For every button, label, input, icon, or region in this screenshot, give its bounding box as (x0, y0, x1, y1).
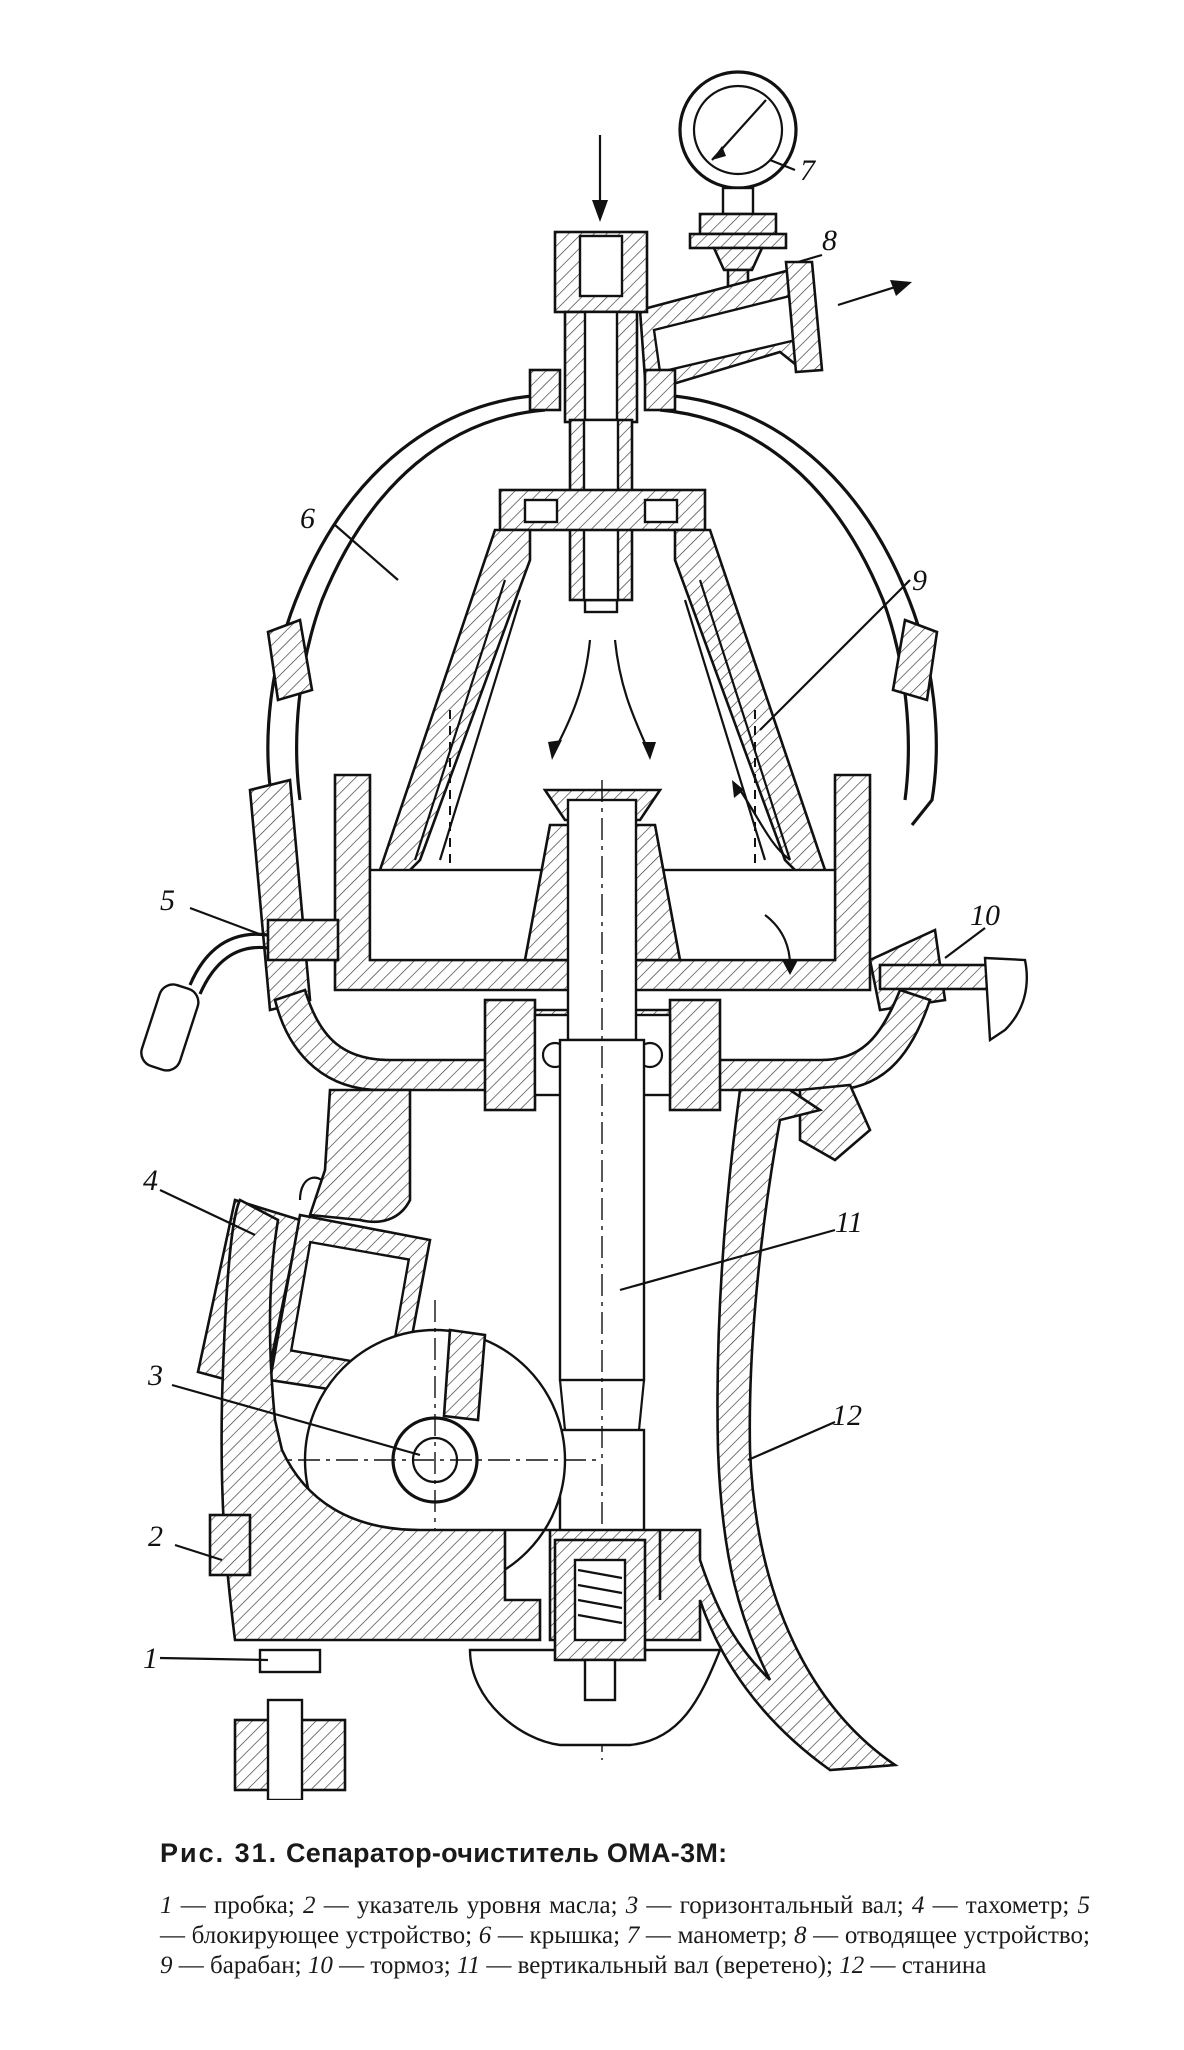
legend-text: — барабан; (172, 1952, 308, 1979)
separator-cross-section-drawing: 1 2 3 4 5 6 7 8 9 10 11 12 (140, 70, 1028, 1800)
legend-item-10: 10 — тормоз; (308, 1952, 457, 1979)
label-6: 6 (300, 502, 315, 535)
legend-text: — отводящее устройство; (806, 1922, 1090, 1949)
legend-text: — крышка; (491, 1922, 627, 1949)
legend-item-11: 11 — вертикальный вал (веретено); (457, 1952, 839, 1979)
legend-text: — манометр; (639, 1922, 794, 1949)
legend-number: 7 (626, 1922, 640, 1949)
blocking-device (140, 778, 340, 1072)
figure-title: Сепаратор-очиститель ОМА-3М: (285, 1838, 728, 1868)
label-9: 9 (912, 564, 927, 597)
legend-text: — указатель уровня масла; (315, 1892, 626, 1919)
label-2: 2 (148, 1520, 163, 1553)
legend-number: 5 (1077, 1892, 1091, 1919)
legend-number: 11 (456, 1952, 481, 1979)
manometer (678, 70, 798, 302)
label-8: 8 (822, 224, 837, 257)
legend-item-6: 6 — крышка; (479, 1922, 627, 1949)
legend-item-9: 9 — барабан; (160, 1952, 308, 1979)
label-7: 7 (800, 154, 817, 187)
legend-item-2: 2 — указатель уровня масла; (303, 1892, 626, 1919)
legend-text: — вертикальный вал (веретено); (480, 1952, 840, 1979)
legend-number: 1 (160, 1892, 173, 1919)
legend-number: 2 (303, 1892, 316, 1919)
leader-lines (159, 158, 986, 1662)
legend-text: — тормоз; (332, 1952, 457, 1979)
legend-number: 9 (160, 1952, 173, 1979)
legend-item-4: 4 — тахометр; (912, 1892, 1078, 1919)
vertical-shaft (558, 780, 646, 1760)
inlet-arrow (592, 135, 608, 222)
legend-number: 12 (839, 1952, 865, 1979)
label-3: 3 (147, 1359, 163, 1392)
legend-number: 10 (307, 1952, 333, 1979)
legend-text: — пробка; (172, 1892, 304, 1919)
caption-title: Рис. 31. Сепаратор-очиститель ОМА-3М: (160, 1838, 1090, 1869)
legend-number: 8 (794, 1922, 807, 1949)
legend-text: — блокирующее устройство; (160, 1922, 479, 1949)
cover (266, 368, 939, 826)
legend-item-7: 7 — манометр; (627, 1922, 794, 1949)
legend-item-1: 1 — пробка; (160, 1892, 303, 1919)
legend-text: — станина (864, 1952, 987, 1979)
label-11: 11 (835, 1206, 863, 1239)
legend-text: — тахометр; (924, 1892, 1078, 1919)
legend-number: 6 (478, 1922, 492, 1949)
figure-ref: Рис. 31. (160, 1838, 279, 1868)
inlet-tube (553, 230, 649, 614)
label-1: 1 (143, 1642, 158, 1675)
label-5: 5 (160, 884, 175, 917)
brake (868, 928, 1028, 1043)
legend-item-12: 12 — станина (839, 1952, 986, 1979)
legend-item-5: 5 — блокирующее устройство; (160, 1892, 1090, 1949)
outlet-device (638, 260, 912, 394)
legend-number: 3 (625, 1892, 639, 1919)
legend-item-3: 3 — горизонтальный вал; (626, 1892, 912, 1919)
legend-item-8: 8 — отводящее устройство; (794, 1922, 1090, 1949)
legend-number: 4 (911, 1892, 925, 1919)
legend-text: — горизонтальный вал; (638, 1892, 912, 1919)
part-labels: 1 2 3 4 5 6 7 8 9 10 11 12 (143, 154, 1000, 1675)
figure-caption: Рис. 31. Сепаратор-очиститель ОМА-3М: 1 … (160, 1838, 1090, 1981)
label-10: 10 (970, 899, 1000, 932)
label-12: 12 (832, 1399, 862, 1432)
flow-arrows (548, 639, 798, 975)
label-4: 4 (143, 1164, 158, 1197)
caption-legend: 1 — пробка; 2 — указатель уровня масла; … (160, 1891, 1090, 1981)
